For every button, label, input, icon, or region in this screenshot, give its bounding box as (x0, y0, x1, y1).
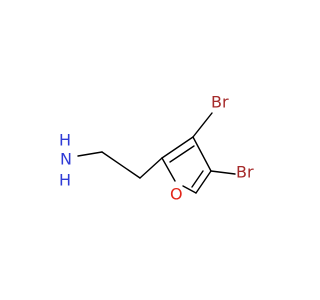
bond-c2-c3 (161, 136, 194, 159)
bond-c4-br-bottom (210, 170, 236, 175)
canvas-background (0, 0, 300, 300)
atom-h1-label: H (59, 131, 71, 150)
bond-c3-c4 (192, 136, 212, 172)
atom-o-label: O (170, 185, 183, 204)
atom-h2-label: H (59, 171, 71, 190)
bond-c3-br-top (192, 112, 213, 138)
bond-o-c2 (161, 157, 176, 182)
bond-ch2-ring (139, 157, 163, 179)
bond-c5-o (182, 185, 197, 194)
bond-n-ch2 (77, 151, 103, 157)
bond-ch2-ch2 (101, 151, 141, 179)
atom-br-bottom-label: Br (236, 163, 254, 182)
molecule-structure: N H H O Br Br (0, 0, 300, 300)
bond-c4-c5 (195, 170, 212, 194)
bond-c2-c3-double (169, 145, 195, 163)
bond-c4-c5-double (191, 170, 204, 188)
atom-n-label: N (60, 150, 72, 169)
atom-br-top-label: Br (211, 93, 229, 112)
